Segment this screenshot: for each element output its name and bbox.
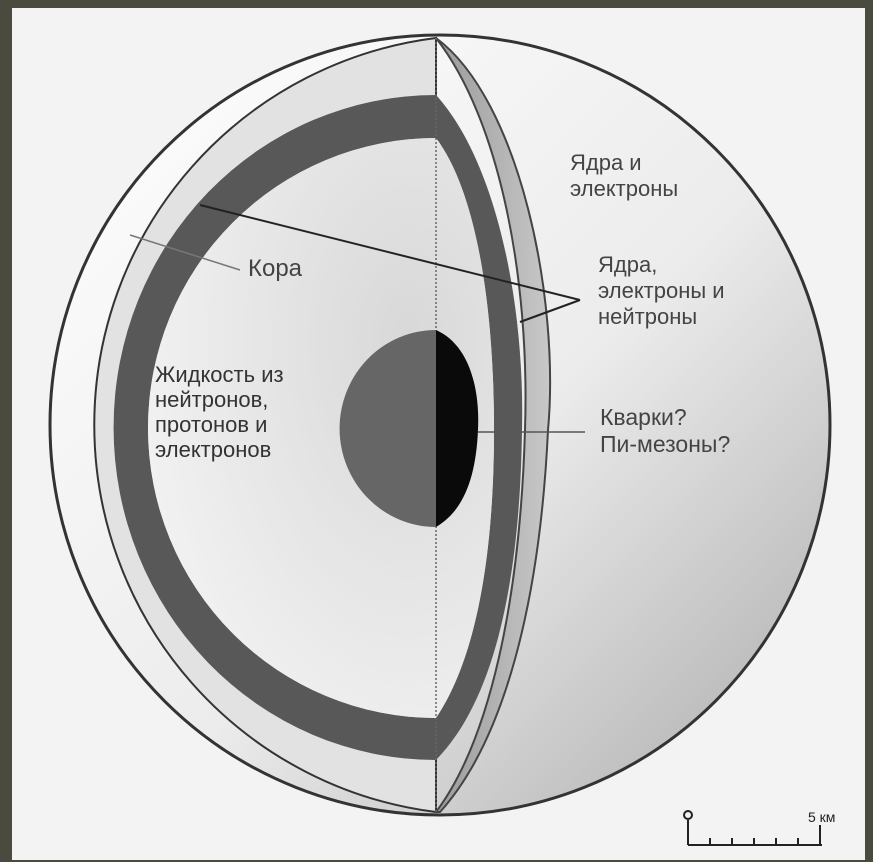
- nen-line-2: электроны и: [598, 278, 725, 303]
- nuclei-electrons-line-1: Ядра и: [570, 150, 642, 175]
- scale-bar: 5 км: [684, 809, 835, 845]
- crust-label: Кора: [248, 255, 303, 282]
- nen-line-3: нейтроны: [598, 304, 697, 329]
- liquid-line-3: протонов и: [155, 412, 267, 437]
- liquid-line-1: Жидкость из: [155, 362, 284, 387]
- nuclei-electrons-line-2: электроны: [570, 176, 678, 201]
- nen-line-1: Ядра,: [598, 252, 657, 277]
- core-line-2: Пи-мезоны?: [600, 431, 730, 457]
- liquid-line-4: электронов: [155, 437, 271, 462]
- core-line-1: Кварки?: [600, 404, 687, 430]
- liquid-label: Жидкость из нейтронов, протонов и электр…: [155, 362, 290, 462]
- liquid-line-2: нейтронов,: [155, 387, 268, 412]
- scale-label: 5 км: [808, 809, 835, 825]
